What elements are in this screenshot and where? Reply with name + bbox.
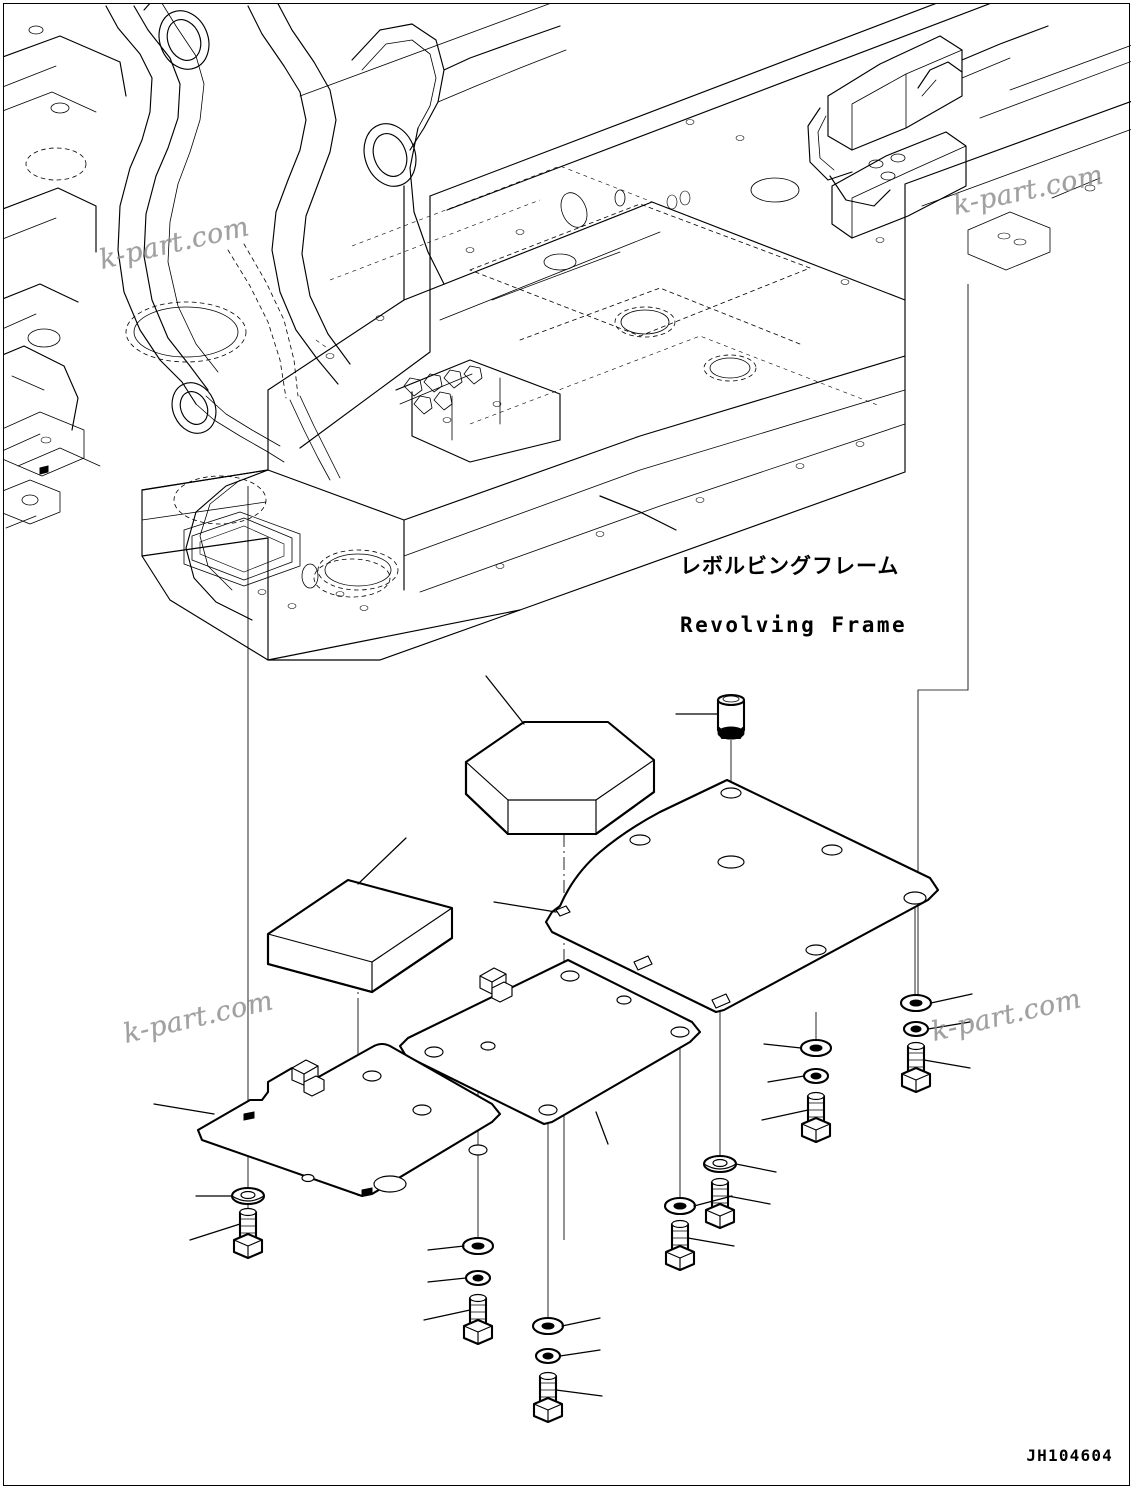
fastener-group-left-center (461, 1236, 495, 1346)
frame-seams (315, 165, 881, 425)
boom-center-bracket (247, 4, 567, 385)
revolving-frame-label-jp: レボルビングフレーム (680, 553, 900, 578)
leader-spring-washer-4 (927, 1021, 971, 1030)
part-main-under-cover (544, 778, 940, 1014)
frame-lower-left-fittings (4, 411, 101, 529)
part-washer-2 (461, 1236, 495, 1256)
part-bolt-2 (462, 1293, 494, 1346)
leader-pad-small (357, 837, 407, 885)
leader-spring-washer-3 (767, 1075, 805, 1083)
part-washer-5 (702, 1154, 738, 1174)
part-spring-washer-4 (902, 1020, 930, 1038)
leader-washer-6 (763, 1043, 802, 1049)
leader-bolt-1 (189, 1223, 241, 1241)
leader-spring-washer-2 (559, 1349, 601, 1357)
leader-bolt-2 (423, 1309, 471, 1321)
part-pad-large (464, 720, 656, 836)
leader-bolt-3 (555, 1389, 603, 1397)
revolving-frame-label-en: Revolving Frame (680, 613, 908, 638)
part-center-under-cover (398, 958, 702, 1126)
leader-pad-large (485, 675, 525, 725)
revolving-frame-callout: レボルビングフレーム Revolving Frame (680, 519, 907, 673)
part-bolt-7 (900, 1041, 932, 1094)
leader-bolt-5 (727, 1195, 771, 1205)
frame-right-equipment (807, 25, 1101, 271)
leader-washer-7 (930, 993, 973, 1004)
leader-washer-5 (735, 1163, 777, 1173)
hydraulic-line (195, 243, 341, 481)
part-washer-3 (531, 1316, 565, 1336)
part-bolt-4 (664, 1219, 696, 1272)
part-washer-4 (663, 1196, 697, 1216)
leader-main-cover (493, 901, 557, 913)
fastener-group-right-b (899, 993, 933, 1094)
frame-ribs (395, 359, 561, 463)
leader-revolving-frame (599, 495, 677, 531)
part-grommet-plug (716, 693, 746, 740)
part-pad-small (266, 878, 454, 994)
axis-right (917, 284, 969, 1000)
leader-center-cover (595, 1111, 609, 1145)
leader-spring-washer-1 (427, 1277, 467, 1283)
frame-deck-plate (325, 119, 906, 423)
frame-body-wall (141, 299, 906, 661)
leader-bolt-6 (761, 1109, 809, 1121)
part-bolt-3 (532, 1371, 564, 1424)
fastener-group-right-center (702, 1154, 738, 1230)
part-washer-6 (799, 1038, 833, 1058)
drawing-number: JH104604 (1026, 1446, 1113, 1465)
fastener-group-left (230, 1186, 266, 1260)
part-left-under-cover (196, 1042, 502, 1198)
fastener-group-right-a (799, 1038, 833, 1144)
frame-left-panels (4, 25, 127, 431)
fastener-group-center-right (663, 1196, 697, 1272)
leader-washer-2 (427, 1245, 465, 1251)
leader-left-cover (153, 1103, 215, 1115)
leader-bolt-7 (923, 1059, 971, 1069)
leader-washer-3 (561, 1317, 601, 1327)
leader-bolt-4 (687, 1237, 735, 1247)
leader-washer-4 (693, 1195, 733, 1207)
part-bolt-5 (704, 1177, 736, 1230)
part-bolt-6 (800, 1091, 832, 1144)
boom-foot-bracket (105, 4, 219, 434)
frame-bores-left (25, 147, 399, 591)
part-bolt-1 (232, 1207, 264, 1260)
